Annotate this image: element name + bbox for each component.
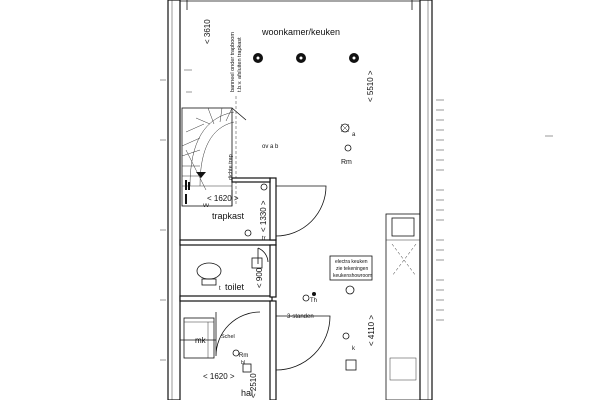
symbol-bl: bl: [241, 360, 245, 366]
room-label-toilet: toilet: [225, 282, 245, 292]
symbol-mk: mk: [195, 336, 207, 345]
symbol-tr: tr: [262, 236, 266, 242]
note-electra-line2: zie tekeningen: [336, 266, 368, 272]
symbol-k: k: [352, 346, 356, 352]
kitchen-counter: [385, 213, 421, 400]
dimension-3610: < 3610: [203, 19, 212, 44]
dimension-4110: < 4110 >: [367, 315, 376, 346]
dimension-1620-bottom: < 1620 >: [203, 372, 235, 381]
doors: [215, 185, 331, 371]
symbol-ov-a-b: ov a b: [262, 144, 279, 150]
wall-markers: [160, 0, 444, 361]
note-banneel-line1: banneel onder trapboom: [230, 32, 236, 92]
note-3-standen: 3-standen: [287, 314, 314, 320]
staircase: [181, 96, 247, 207]
note-electra-line3: keukenshowroom: [333, 273, 372, 279]
symbol-a: a: [352, 132, 356, 138]
interior-walls: [179, 177, 277, 400]
room-label-woonkamer: woonkamer/keuken: [261, 27, 340, 37]
symbol-rm-hal: Rm: [239, 353, 248, 359]
symbol-vv: vv: [203, 203, 209, 209]
note-dichte-trap: dichte trap: [228, 154, 234, 180]
outer-walls: [167, 0, 433, 400]
dimension-900: < 900: [255, 267, 264, 288]
symbol-th: Th: [310, 298, 317, 304]
symbol-t: t: [219, 286, 221, 292]
toilet-fixture: [196, 257, 263, 286]
symbol-rm-main: Rm: [341, 159, 352, 166]
dimension-5510: < 5510 >: [366, 70, 375, 102]
room-label-trapkast: trapkast: [212, 211, 245, 221]
note-electra-line1: electra keuken: [335, 259, 368, 265]
meter-cupboard: [183, 317, 215, 359]
dimension-1330: < 1330 >: [259, 200, 268, 232]
symbol-schel: Schel: [221, 334, 235, 340]
electra-note-box: [329, 255, 373, 281]
room-label-hal: hal: [241, 388, 253, 398]
dimension-2510: < 2510: [249, 373, 258, 398]
dimension-1620-top: < 1620 >: [207, 194, 239, 203]
light-fixtures: [184, 53, 553, 373]
note-banneel-line2: t.b.v. afsluiten trapkast: [237, 37, 243, 92]
